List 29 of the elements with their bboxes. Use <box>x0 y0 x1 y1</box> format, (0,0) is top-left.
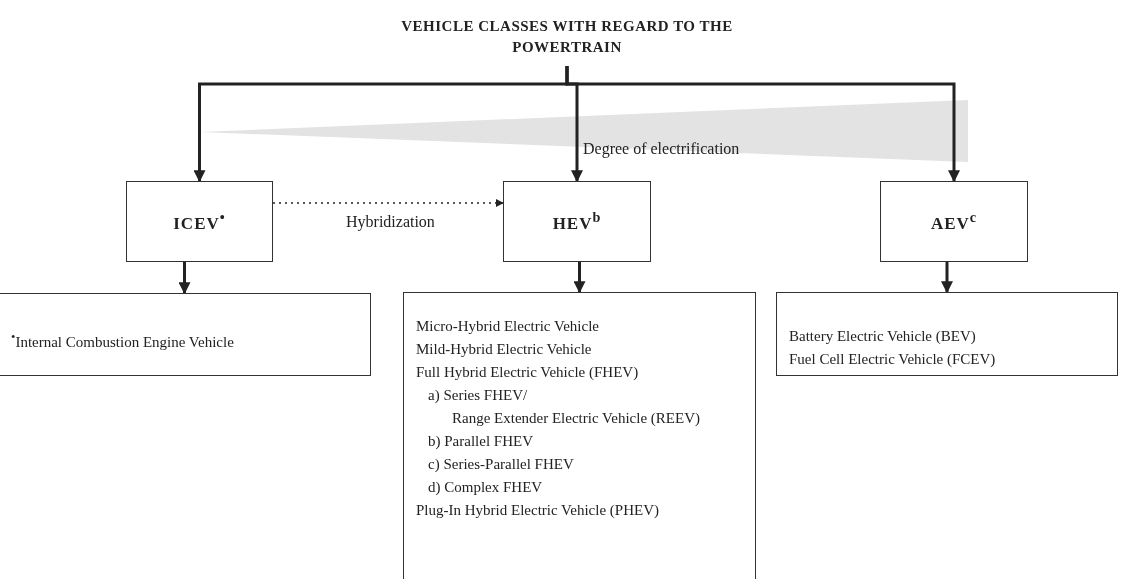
vehicle-type-text: Mild-Hybrid Electric Vehicle <box>416 340 593 359</box>
vehicle-type-text: Fuel Cell Electric Vehicle (FCEV) <box>789 350 997 369</box>
arrow <box>565 66 960 183</box>
vehicle-type-text: Micro-Hybrid Electric Vehicle <box>416 317 600 336</box>
class-name: HEV$^{b}$ <box>552 209 602 234</box>
description-box <box>403 292 756 579</box>
root-heading: VEHICLE CLASSES WITH REGARD TO THE POWERTRAIN <box>400 17 734 57</box>
vehicle-type-text: c) Series-Parallel FHEV <box>427 455 575 474</box>
dotted-arrow <box>272 199 504 207</box>
wedge-label: Degree of electrification <box>582 140 741 158</box>
vehicle-type-text: b) Parallel FHEV <box>427 432 534 451</box>
edge-label: Hybridization <box>343 213 438 231</box>
vehicle-type-text: d) Complex FHEV <box>427 478 544 497</box>
arrow <box>573 262 586 294</box>
vehicle-type-text: Plug-In Hybrid Electric Vehicle (PHEV) <box>416 501 660 520</box>
description-box <box>0 293 371 376</box>
arrow <box>178 262 191 295</box>
vehicle-type-text: Full Hybrid Electric Vehicle (FHEV) <box>416 363 640 382</box>
vehicle-type-text: a) Series FHEV/ <box>427 386 529 405</box>
description-box <box>776 292 1118 376</box>
arrow <box>941 262 953 294</box>
vehicle-type-text: Battery Electric Vehicle (BEV) <box>789 327 977 346</box>
vehicle-type-text: $^{•}$Internal Combustion Engine Vehicle <box>11 329 235 352</box>
class-box <box>880 181 1028 262</box>
class-name: ICEV$^{•}$ <box>173 209 226 234</box>
vehicle-type-text: Range Extender Electric Vehicle (REEV) <box>451 409 701 428</box>
class-name: AEV$^{c}$ <box>930 209 978 234</box>
class-box <box>126 181 273 262</box>
class-box <box>503 181 651 262</box>
